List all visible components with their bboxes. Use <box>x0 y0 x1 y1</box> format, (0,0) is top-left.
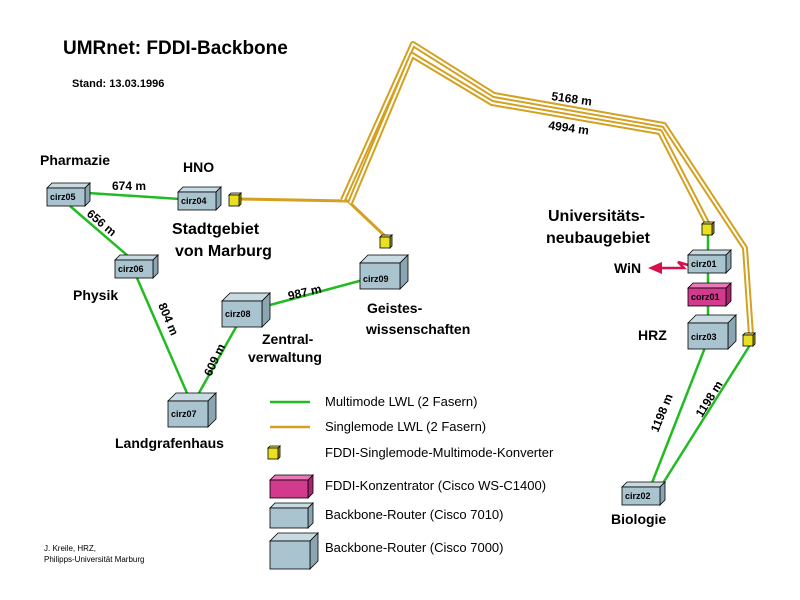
router-cirz05: cirz05 <box>46 182 91 207</box>
link-cirz07-cirz08 <box>193 319 242 401</box>
router-label-cirz07: cirz07 <box>171 409 197 419</box>
router-cirz09: cirz09 <box>359 254 409 290</box>
legend-multimode: Multimode LWL (2 Fasern) <box>325 394 477 409</box>
place-zentral-2: verwaltung <box>248 349 322 365</box>
place-uni-1: Universitäts- <box>548 208 645 225</box>
place-geistes-1: Geistes- <box>367 300 423 316</box>
legend: Multimode LWL (2 Fasern) Singlemode LWL … <box>267 394 554 570</box>
router-label-cirz09: cirz09 <box>363 274 389 284</box>
place-hrz: HRZ <box>638 327 667 343</box>
link-konv-cirz02 <box>658 344 752 489</box>
legend-konzentrator-swatch <box>269 474 314 499</box>
distance-609: 609 m <box>201 342 228 379</box>
distance-5168: 5168 m <box>551 89 593 109</box>
distance-1198-a: 1198 m <box>648 392 676 434</box>
distance-4994: 4994 m <box>548 118 590 138</box>
singlemode-link-long-inner <box>347 52 711 227</box>
legend-router7000-swatch <box>269 532 319 570</box>
place-stadtgebiet-2: von Marburg <box>175 243 272 260</box>
konzentrator-label-corz01: corz01 <box>691 292 720 302</box>
router-label-cirz04: cirz04 <box>181 196 207 206</box>
place-hno: HNO <box>183 159 214 175</box>
router-label-cirz06: cirz06 <box>118 264 144 274</box>
legend-konverter: FDDI-Singlemode-Multimode-Konverter <box>325 445 554 460</box>
singlemode-links <box>239 41 754 336</box>
router-label-cirz02: cirz02 <box>625 491 651 501</box>
legend-konverter-swatch <box>267 445 281 460</box>
router-label-cirz03: cirz03 <box>691 332 717 342</box>
konverter-hno <box>228 192 242 207</box>
place-pharmazie: Pharmazie <box>40 152 110 168</box>
konverter-uni <box>701 221 715 236</box>
place-biologie: Biologie <box>611 511 666 527</box>
konzentrator-corz01: corz01 <box>687 282 732 307</box>
win-arrow <box>648 260 689 274</box>
singlemode-link-hno-backbone <box>239 197 349 203</box>
router-cirz08: cirz08 <box>221 292 271 328</box>
singlemode-link-geistes <box>346 199 389 240</box>
place-stadtgebiet-1: Stadtgebiet <box>172 221 260 238</box>
link-cirz06-cirz07 <box>135 277 192 401</box>
place-uni-2: neubaugebiet <box>546 230 651 247</box>
distance-987: 987 m <box>287 282 323 303</box>
legend-router7010: Backbone-Router (Cisco 7010) <box>325 507 503 522</box>
konverter-hrz <box>742 332 756 347</box>
legend-router7000: Backbone-Router (Cisco 7000) <box>325 540 503 555</box>
router-cirz06: cirz06 <box>114 254 159 279</box>
place-landgrafenhaus: Landgrafenhaus <box>115 435 224 451</box>
router-cirz03: cirz03 <box>687 314 737 350</box>
place-win: WiN <box>614 260 641 276</box>
router-label-cirz01: cirz01 <box>691 259 717 269</box>
router-cirz01: cirz01 <box>687 249 732 274</box>
router-label-cirz05: cirz05 <box>50 192 76 202</box>
konverter-geistes <box>379 234 393 249</box>
singlemode-link-long-outer <box>340 41 754 336</box>
stand-date: Stand: 13.03.1996 <box>72 78 164 90</box>
legend-router7010-swatch <box>269 502 314 529</box>
page-title: UMRnet: FDDI-Backbone <box>63 38 288 59</box>
distance-1198-b: 1198 m <box>693 378 726 419</box>
link-cirz05-cirz06 <box>69 205 136 263</box>
link-cirz05-cirz04 <box>87 191 181 201</box>
link-cirz08-cirz09 <box>269 278 364 307</box>
legend-singlemode: Singlemode LWL (2 Fasern) <box>325 419 486 434</box>
credit-line-2: Philipps-Universität Marburg <box>44 555 144 564</box>
place-geistes-2: wissenschaften <box>365 321 470 337</box>
legend-konzentrator: FDDI-Konzentrator (Cisco WS-C1400) <box>325 478 546 493</box>
place-physik: Physik <box>73 287 118 303</box>
router-cirz07: cirz07 <box>167 392 217 428</box>
router-cirz04: cirz04 <box>177 186 222 211</box>
distance-674: 674 m <box>112 179 146 193</box>
link-cirz03-cirz02 <box>648 344 708 489</box>
router-label-cirz08: cirz08 <box>225 309 251 319</box>
credit-line-1: J. Kreile, HRZ, <box>44 544 96 553</box>
router-cirz02: cirz02 <box>621 481 666 506</box>
place-zentral-1: Zentral- <box>262 331 314 347</box>
